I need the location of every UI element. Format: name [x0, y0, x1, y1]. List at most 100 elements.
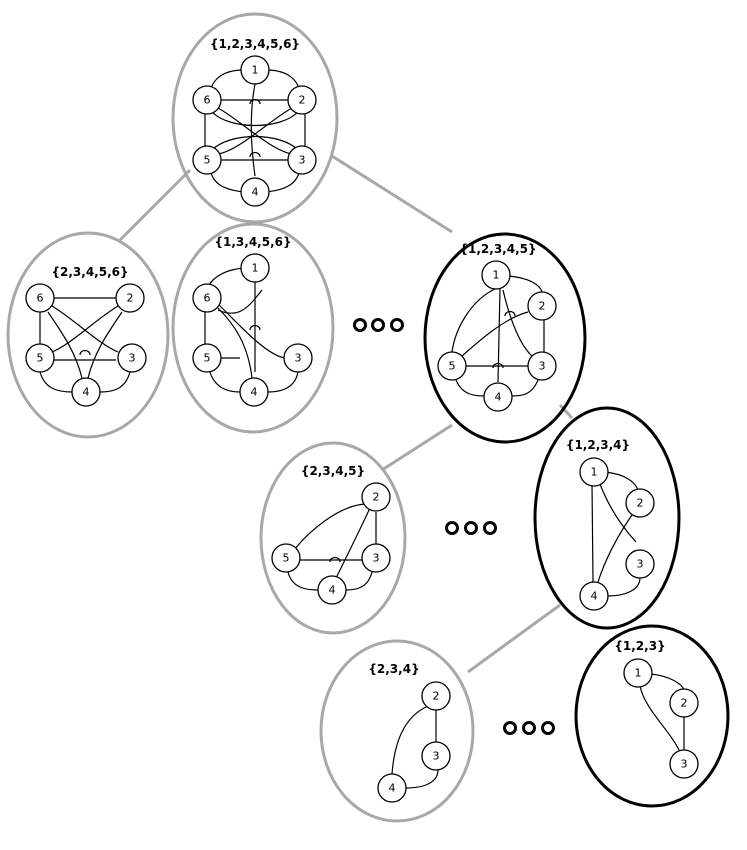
set-1-2-3-4: {1,2,3,4} 1 2 3 4 [533, 406, 681, 630]
svg-text:2: 2 [127, 292, 134, 305]
set-edges [39, 297, 131, 393]
set-edges [204, 267, 299, 393]
set-oval [423, 232, 587, 444]
set-label: {1,2,3,4,5} [459, 242, 536, 256]
link-root-to-12345 [331, 154, 453, 234]
svg-text:3: 3 [433, 750, 440, 763]
graph-node-1: 1 [240, 253, 270, 283]
graph-node-2: 2 [527, 291, 557, 321]
set-2-3-4-5-6: {2,3,4,5,6} 6 2 5 3 4 [6, 231, 170, 439]
graph-node-1: 1 [579, 457, 609, 487]
graph-node-6: 6 [192, 85, 222, 115]
graph-node-3: 3 [421, 741, 451, 771]
link-root-to-23456 [118, 168, 192, 242]
svg-text:6: 6 [204, 292, 211, 305]
svg-text:4: 4 [252, 186, 259, 199]
graph-node-4: 4 [71, 377, 101, 407]
svg-text:3: 3 [373, 552, 380, 565]
tree-links [118, 154, 574, 674]
svg-text:6: 6 [204, 94, 211, 107]
set-1-2-3-4-5-6: {1,2,3,4,5,6} 1 6 2 5 3 4 [171, 12, 339, 224]
svg-text:5: 5 [204, 352, 211, 365]
set-edges [451, 275, 545, 397]
set-oval [574, 624, 730, 808]
svg-text:1: 1 [493, 269, 500, 282]
graph-node-4: 4 [579, 581, 609, 611]
set-oval [319, 639, 475, 823]
graph-node-4: 4 [239, 377, 269, 407]
svg-text:1: 1 [635, 667, 642, 680]
graph-node-3: 3 [361, 543, 391, 573]
set-label: {2,3,4,5,6} [51, 265, 128, 279]
svg-text:2: 2 [299, 94, 306, 107]
graph-node-6: 6 [25, 283, 55, 313]
graph-node-5: 5 [192, 145, 222, 175]
link-12345-to-1234 [558, 403, 574, 420]
svg-text:6: 6 [37, 292, 44, 305]
graph-node-5: 5 [25, 343, 55, 373]
svg-text:1: 1 [252, 64, 259, 77]
svg-text:4: 4 [495, 391, 502, 404]
graph-node-4: 4 [240, 177, 270, 207]
graph-node-1: 1 [240, 55, 270, 85]
svg-text:2: 2 [433, 690, 440, 703]
svg-text:3: 3 [295, 352, 302, 365]
graph-node-6: 6 [192, 283, 222, 313]
set-2-3-4: {2,3,4} 2 3 4 [319, 639, 475, 823]
svg-text:4: 4 [329, 584, 336, 597]
set-1-2-3-4-5: {1,2,3,4,5} 1 2 5 3 4 [423, 232, 587, 444]
set-oval [259, 441, 407, 635]
set-label: {2,3,4} [368, 662, 419, 676]
set-oval [171, 12, 339, 224]
graph-node-2: 2 [625, 488, 655, 518]
set-label: {1,2,3,4,5,6} [210, 37, 300, 51]
svg-text:4: 4 [83, 386, 90, 399]
graph-node-2: 2 [287, 85, 317, 115]
set-edges [591, 471, 641, 597]
svg-text:1: 1 [252, 262, 259, 275]
set-edges [287, 503, 377, 591]
svg-text:5: 5 [204, 154, 211, 167]
set-1-3-4-5-6: {1,3,4,5,6} 1 6 5 3 4 [171, 222, 335, 434]
svg-text:3: 3 [681, 758, 688, 771]
svg-text:4: 4 [591, 590, 598, 603]
graph-node-1: 1 [481, 260, 511, 290]
graph-node-1: 1 [623, 658, 653, 688]
link-12345-to-2345 [381, 423, 453, 472]
set-2-3-4-5: {2,3,4,5} 2 5 3 4 [259, 441, 407, 635]
set-oval [171, 222, 335, 434]
svg-text:4: 4 [251, 386, 258, 399]
graph-node-5: 5 [271, 543, 301, 573]
svg-text:5: 5 [283, 552, 290, 565]
graph-node-4: 4 [377, 773, 407, 803]
ellipsis-more-subsets [503, 721, 555, 735]
svg-text:2: 2 [373, 491, 380, 504]
graph-node-5: 5 [192, 343, 222, 373]
svg-text:3: 3 [539, 360, 546, 373]
ellipsis-more-subsets [445, 521, 497, 535]
svg-text:3: 3 [299, 154, 306, 167]
set-oval [6, 231, 170, 439]
graph-node-5: 5 [437, 351, 467, 381]
graph-node-3: 3 [117, 343, 147, 373]
graph-node-2: 2 [115, 283, 145, 313]
svg-text:3: 3 [129, 352, 136, 365]
svg-text:2: 2 [681, 697, 688, 710]
set-1-2-3: {1,2,3} 1 2 3 [574, 624, 730, 808]
svg-text:2: 2 [637, 497, 644, 510]
graph-node-2: 2 [669, 688, 699, 718]
graph-node-3: 3 [625, 549, 655, 579]
set-edges [391, 705, 439, 789]
svg-text:5: 5 [37, 352, 44, 365]
graph-node-4: 4 [317, 575, 347, 605]
set-label: {1,3,4,5,6} [214, 235, 291, 249]
graph-node-2: 2 [421, 681, 451, 711]
svg-text:3: 3 [637, 558, 644, 571]
svg-text:2: 2 [539, 300, 546, 313]
graph-node-4: 4 [483, 382, 513, 412]
set-edges [204, 69, 306, 193]
set-label: {1,2,3} [614, 639, 665, 653]
svg-text:5: 5 [449, 360, 456, 373]
graph-node-3: 3 [669, 749, 699, 779]
